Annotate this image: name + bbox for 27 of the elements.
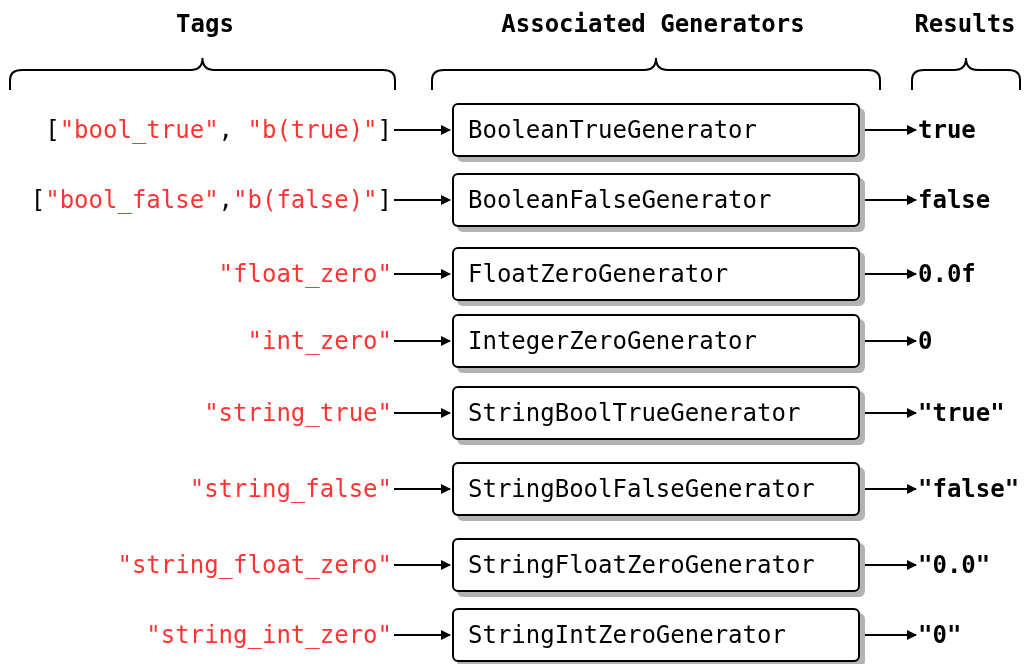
column-heading: Tags	[176, 9, 234, 40]
tag-text: "float_zero"	[218, 259, 392, 290]
tag-text: ["bool_false","b(false)"]	[30, 185, 392, 216]
arrow	[393, 336, 451, 346]
arrow	[393, 269, 451, 279]
result-value: 0	[918, 323, 933, 359]
arrow	[393, 560, 451, 570]
tag-text: "string_float_zero"	[117, 550, 392, 581]
column-heading: Results	[914, 9, 1016, 40]
column-heading: Associated Generators	[501, 9, 805, 40]
tag-text: "string_false"	[189, 474, 392, 505]
tag-text: "int_zero"	[247, 326, 392, 357]
arrow	[393, 408, 451, 418]
result-value: "0"	[918, 617, 962, 653]
result-value: true	[918, 112, 976, 148]
arrow	[393, 630, 451, 640]
tag-text: "string_int_zero"	[146, 620, 392, 651]
arrow	[393, 125, 451, 135]
tag-text: ["bool_true", "b(true)"]	[45, 115, 392, 146]
result-value: "true"	[918, 395, 1005, 431]
arrow	[393, 195, 451, 205]
result-value: 0.0f	[918, 256, 976, 292]
result-value: "false"	[918, 471, 1020, 507]
arrow	[393, 484, 451, 494]
result-value: "0.0"	[918, 547, 991, 583]
tag-text: "string_true"	[204, 398, 392, 429]
result-value: false	[918, 182, 991, 218]
